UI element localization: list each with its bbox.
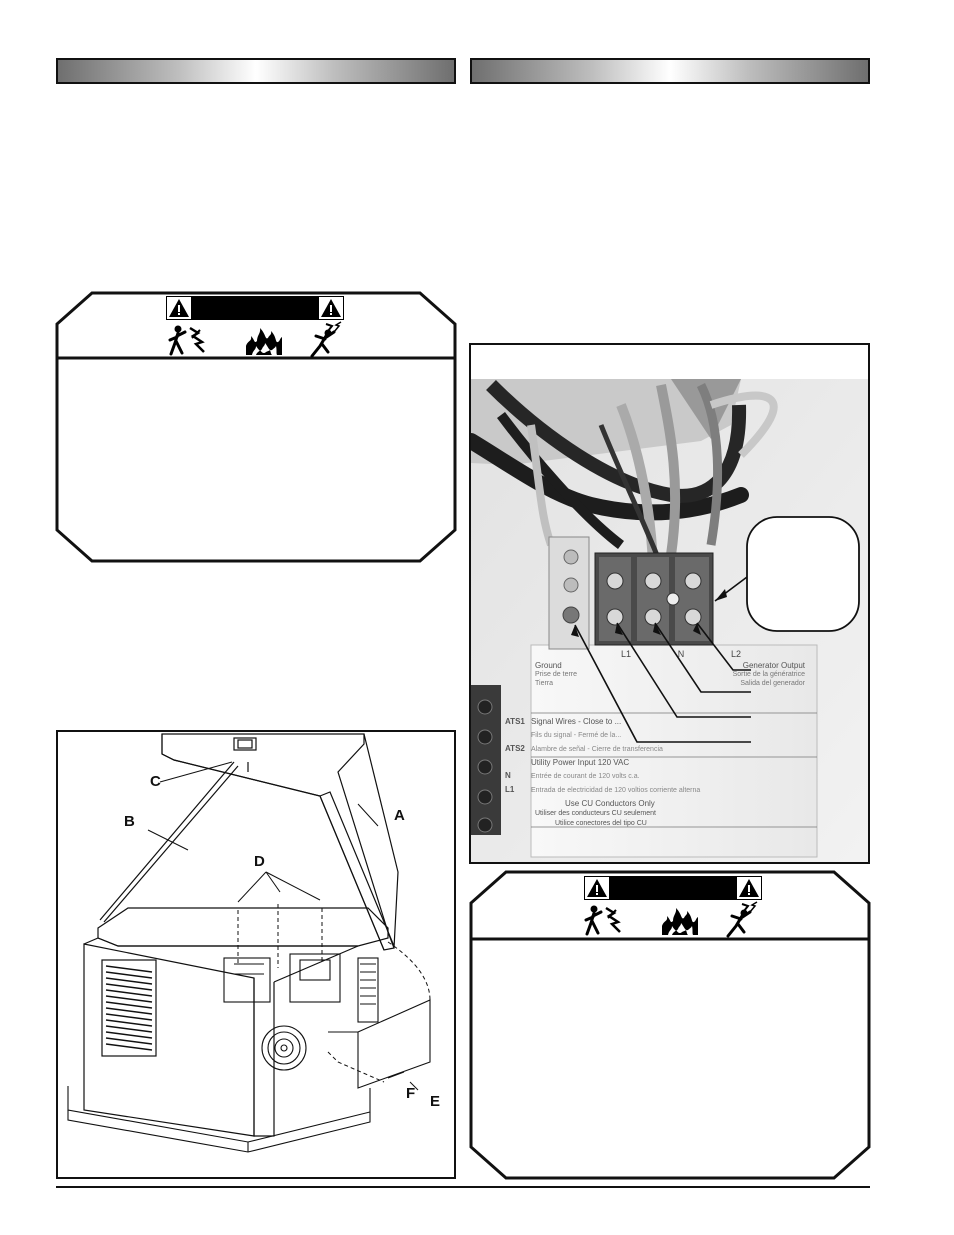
section-header-left	[56, 58, 456, 84]
warning-triangle-icon	[319, 297, 343, 319]
terminal-label-n: N	[677, 649, 685, 659]
label-row: Fils du signal - Fermé de la...	[531, 732, 622, 739]
warning-signal-bar	[584, 876, 762, 900]
electrocution-icon	[726, 901, 758, 938]
terminal-label-l2: L2	[730, 649, 741, 659]
fire-hazard-icon	[662, 908, 698, 935]
callout-d: D	[254, 853, 265, 870]
warning-box-right-outline	[469, 870, 871, 1180]
terminal-block-photo	[471, 379, 868, 862]
section-header-right	[470, 58, 870, 84]
label-row: Utility Power Input 120 VAC	[531, 758, 630, 767]
terminal-label-l1: L1	[621, 649, 632, 659]
ground-label: Ground	[535, 661, 562, 670]
callout-c: C	[150, 773, 161, 790]
ground-label-fr: Prise de terre	[535, 671, 578, 678]
generator-output-label-es: Salida del generador	[740, 680, 805, 687]
warning-triangle-icon	[167, 297, 191, 319]
warning-triangle-icon	[585, 877, 609, 899]
figure-terminal-block: L1 N L2 Ground Generator Output Prise de…	[469, 343, 870, 864]
label-row: Utiliser des conducteurs CU seulement	[535, 810, 656, 817]
generator-output-label: Generator Output	[742, 661, 805, 670]
label-row: Use CU Conductors Only	[565, 799, 655, 808]
terminal-description-block: Ground Generator Output Prise de terre S…	[535, 661, 805, 688]
footer-rule	[56, 1186, 870, 1188]
fire-hazard-icon	[246, 328, 282, 355]
electrocution-icon	[310, 321, 342, 358]
callout-a: A	[394, 807, 405, 824]
generator-line-drawing	[67, 733, 431, 1153]
figure-generator-enclosure: A B C D E F	[56, 730, 456, 1179]
callout-b: B	[124, 813, 135, 830]
warning-signal-bar	[166, 296, 344, 320]
generator-output-label-fr: Sortie de la génératrice	[732, 671, 805, 678]
label-row: Utilice conectores del tipo CU	[555, 820, 647, 827]
warning-box-left-outline	[55, 291, 457, 563]
terminal-label-row: L1 N L2	[621, 649, 741, 659]
ground-label-es: Tierra	[535, 680, 554, 687]
warning-triangle-icon	[737, 877, 761, 899]
callout-e: E	[430, 1093, 441, 1110]
electric-shock-icon	[584, 905, 621, 936]
electric-shock-icon	[168, 325, 205, 356]
callout-f: F	[406, 1085, 416, 1102]
